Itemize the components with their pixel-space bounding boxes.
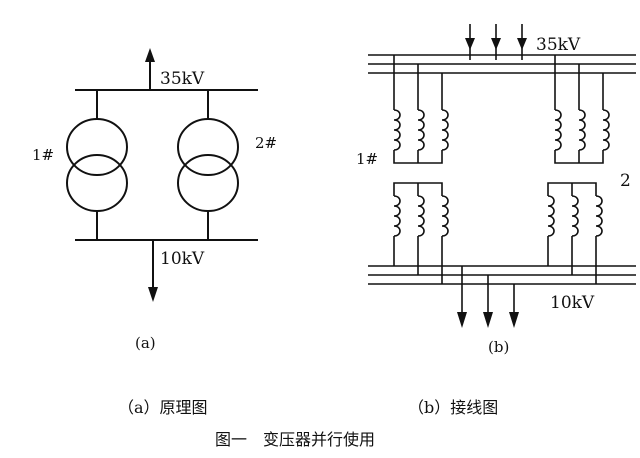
transformer-2-label-b: 2 [620,171,631,191]
lv-bus-b [368,265,636,285]
transformer-2-label-a: 2# [255,134,277,152]
transformer-1-secondary-windings [393,182,449,284]
outgoing-arrow-a [148,240,158,302]
panel-b-wiring [368,24,636,328]
incoming-arrows-b [465,24,527,60]
transformer-2-symbol [177,90,239,240]
caption-b: （b）接线图 [408,398,499,417]
panel-b-label: (b) [488,338,509,356]
outgoing-arrows-b [457,266,519,328]
lv-label-a: 10kV [160,249,205,269]
figure-caption: 图一 变压器并行使用 [215,430,376,449]
transformer-1-label-b: 1# [356,150,378,168]
caption-a: （a）原理图 [118,398,208,417]
transformer-2-secondary-windings [547,182,603,284]
transformer-1-label-a: 1# [32,146,54,164]
transformer-1-symbol [66,90,128,240]
transformer-2-primary-windings [554,55,610,164]
transformer-1-primary-windings [393,55,449,164]
hv-label-b: 35kV [536,35,581,55]
panel-a-label: (a) [135,334,156,352]
hv-bus-b [368,54,636,74]
panel-a-schematic [66,48,258,302]
hv-label-a: 35kV [160,69,205,89]
lv-label-b: 10kV [550,293,595,313]
incoming-arrow-a [145,48,155,90]
